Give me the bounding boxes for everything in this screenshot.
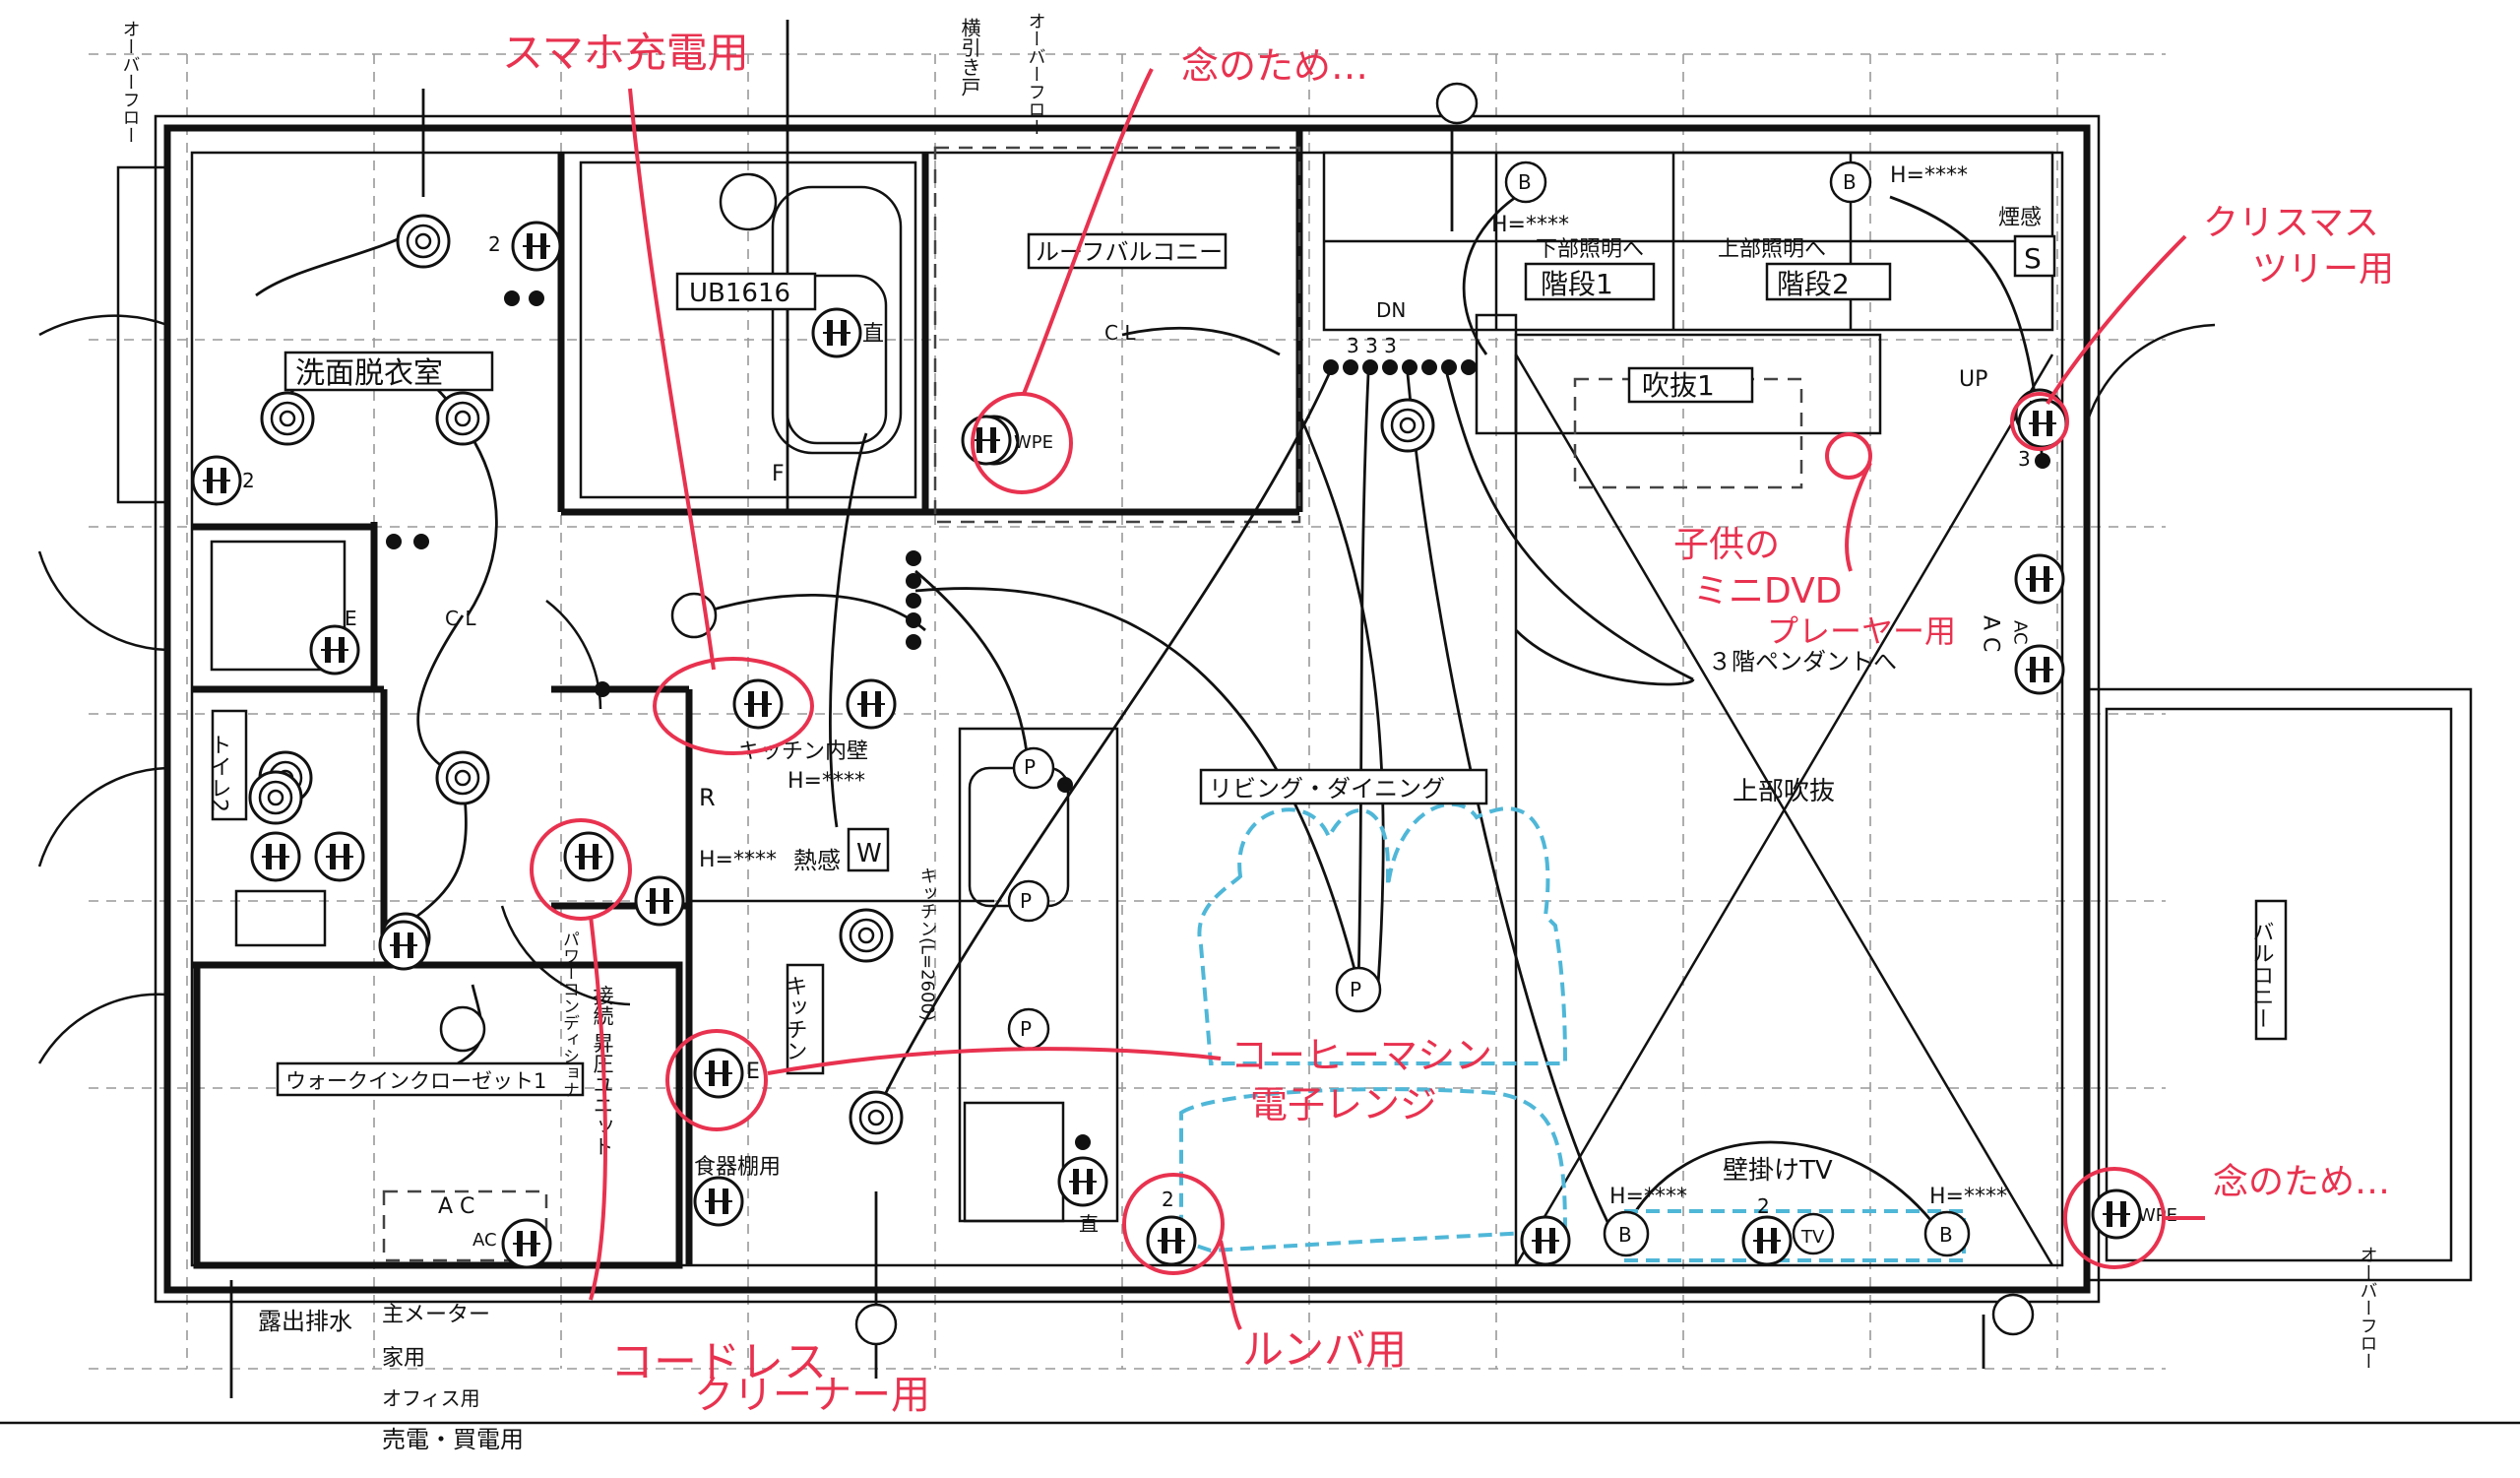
room-upper-void: 上部吹抜 xyxy=(1732,777,1835,806)
room-void1: 吹抜1 xyxy=(1642,369,1715,402)
legend-power-sale: 売電・買電用 xyxy=(382,1426,524,1453)
label-wall-tv: 壁掛けTV xyxy=(1723,1156,1833,1186)
label-p3: P xyxy=(1020,1017,1032,1041)
room-stairs1: 階段1 xyxy=(1541,268,1613,300)
label-f: F xyxy=(772,462,785,486)
room-balcony: バルコニー xyxy=(2249,921,2274,1029)
annotation-smartphone: スマホ充電用 xyxy=(502,29,749,77)
label-h-b-left: H=**** xyxy=(1609,1185,1687,1209)
legend: 露出排水 主メーター 家用 オフィス用 売電・買電用 xyxy=(258,1303,524,1453)
annotation-christmas-1: クリスマス xyxy=(2203,203,2379,243)
label-two-a: 2 xyxy=(488,232,501,256)
electrical-symbols xyxy=(191,82,2142,1346)
legend-home: 家用 xyxy=(382,1346,425,1371)
label-dn: DN xyxy=(1376,298,1406,322)
room-toilet2: トイレ2 xyxy=(207,734,231,812)
label-heat-sensor: 熱感 xyxy=(793,847,841,874)
label-h-kitchen: H=**** xyxy=(788,769,865,794)
label-h-b-right: H=**** xyxy=(1929,1185,2007,1209)
label-up: UP xyxy=(1959,367,1987,392)
room-stairs2: 階段2 xyxy=(1777,268,1850,300)
room-living: リビング・ダイニング xyxy=(1209,775,1445,803)
legend-office: オフィス用 xyxy=(382,1386,480,1410)
room-unit-bath: UB1616 xyxy=(689,279,790,308)
label-smoke: 煙感 xyxy=(1998,206,2042,230)
label-overflow-top: オーバーフロー xyxy=(1026,12,1046,136)
label-e-wash: E xyxy=(345,607,357,630)
label-p2: P xyxy=(1020,889,1032,913)
legend-main-meter: 主メーター xyxy=(382,1303,490,1327)
room-walkin: ウォークインクローゼット1 xyxy=(285,1069,546,1093)
label-r-symbol: R xyxy=(699,784,716,811)
label-power-conditioner: パワーコンディショナ xyxy=(559,931,579,1098)
label-wpe-bottom: WPE xyxy=(2138,1205,2177,1226)
label-direct2: 直 xyxy=(1079,1212,1099,1236)
label-dish-shelf: 食器棚用 xyxy=(694,1155,781,1180)
label-b4: B xyxy=(1939,1223,1953,1247)
label-cl-balcony: C L xyxy=(1104,321,1136,345)
label-num333: 3 3 3 xyxy=(1347,334,1397,357)
label-h-top: H=**** xyxy=(1890,163,1968,188)
annotation-cordless-1: コードレス xyxy=(610,1337,827,1387)
label-tv: TV xyxy=(1800,1227,1825,1248)
label-ac-vertical: A C xyxy=(1979,615,2003,652)
room-kitchen: キッチン xyxy=(783,975,807,1061)
label-wpe-top: WPE xyxy=(1014,432,1053,453)
plan-labels: 洗面脱衣室 UB1616 ルーフバルコニー 階段1 階段2 吹抜1 トイレ2 リ… xyxy=(120,12,2378,1370)
annotation-just-in-case-bottom: 念のため… xyxy=(2213,1162,2390,1202)
label-ac-bottom: A C xyxy=(438,1194,474,1219)
label-w-symbol: W xyxy=(856,839,882,868)
label-overflow-left: オーバーフロー xyxy=(120,20,141,144)
label-three: 3 xyxy=(2018,447,2031,471)
annotation-coffee: コーヒーマシン xyxy=(1230,1034,1492,1077)
label-b2: B xyxy=(1843,170,1857,194)
annotation-just-in-case-top: 念のため… xyxy=(1181,44,1368,88)
label-overflow-bottom-right: オーバーフロー xyxy=(2358,1246,2378,1370)
annotation-kids-1: 子供の xyxy=(1673,525,1780,565)
label-ac-bottom2: AC xyxy=(472,1230,497,1251)
annotation-cordless-2: クリーナー用 xyxy=(694,1373,930,1418)
label-h-kitchen2: H=**** xyxy=(699,848,777,872)
label-two-d: 2 xyxy=(1757,1194,1770,1218)
wiring xyxy=(255,195,2045,1237)
annotations: スマホ充電用 念のため… クリスマス ツリー用 子供の ミニDVD プレーヤー用… xyxy=(502,29,2394,1418)
annotation-kids-3: プレーヤー用 xyxy=(1767,612,1956,650)
label-upper-light: 上部照明へ xyxy=(1718,237,1826,262)
leader-lines xyxy=(0,20,2520,1425)
label-kitchen-length: キッチン(L=2600) xyxy=(917,867,938,1021)
label-pendant: ３階ペンダントへ xyxy=(1708,648,1897,675)
legend-exposed-drain: 露出排水 xyxy=(258,1308,352,1335)
label-sliding-door: 横引き戸 xyxy=(958,18,981,96)
room-washroom: 洗面脱衣室 xyxy=(295,356,443,391)
walls xyxy=(37,114,2473,1304)
label-p1: P xyxy=(1024,755,1036,779)
label-b3: B xyxy=(1618,1223,1632,1247)
label-e-kitchen: E xyxy=(746,1060,760,1084)
label-b1: B xyxy=(1518,170,1532,194)
annotation-kids-2: ミニDVD xyxy=(1693,571,1842,611)
annotation-christmas-2: ツリー用 xyxy=(2252,249,2394,289)
label-cl-corridor: C L xyxy=(445,607,476,630)
annotation-microwave: 電子レンジ xyxy=(1250,1083,1437,1126)
label-smoke-symbol: S xyxy=(2024,242,2042,275)
label-lower-light: 下部照明へ xyxy=(1536,237,1644,262)
label-p4: P xyxy=(1350,978,1361,1001)
room-roof-balcony: ルーフバルコニー xyxy=(1036,238,1223,266)
furniture-outline xyxy=(1179,802,1966,1262)
label-ac-right: AC xyxy=(2010,620,2031,645)
label-h-stairs: H=**** xyxy=(1491,213,1569,237)
annotation-roomba: ルンバ用 xyxy=(1242,1325,1407,1374)
label-two-c: 2 xyxy=(1162,1188,1174,1211)
label-direct: 直 xyxy=(862,322,884,347)
label-two-b: 2 xyxy=(242,469,255,492)
